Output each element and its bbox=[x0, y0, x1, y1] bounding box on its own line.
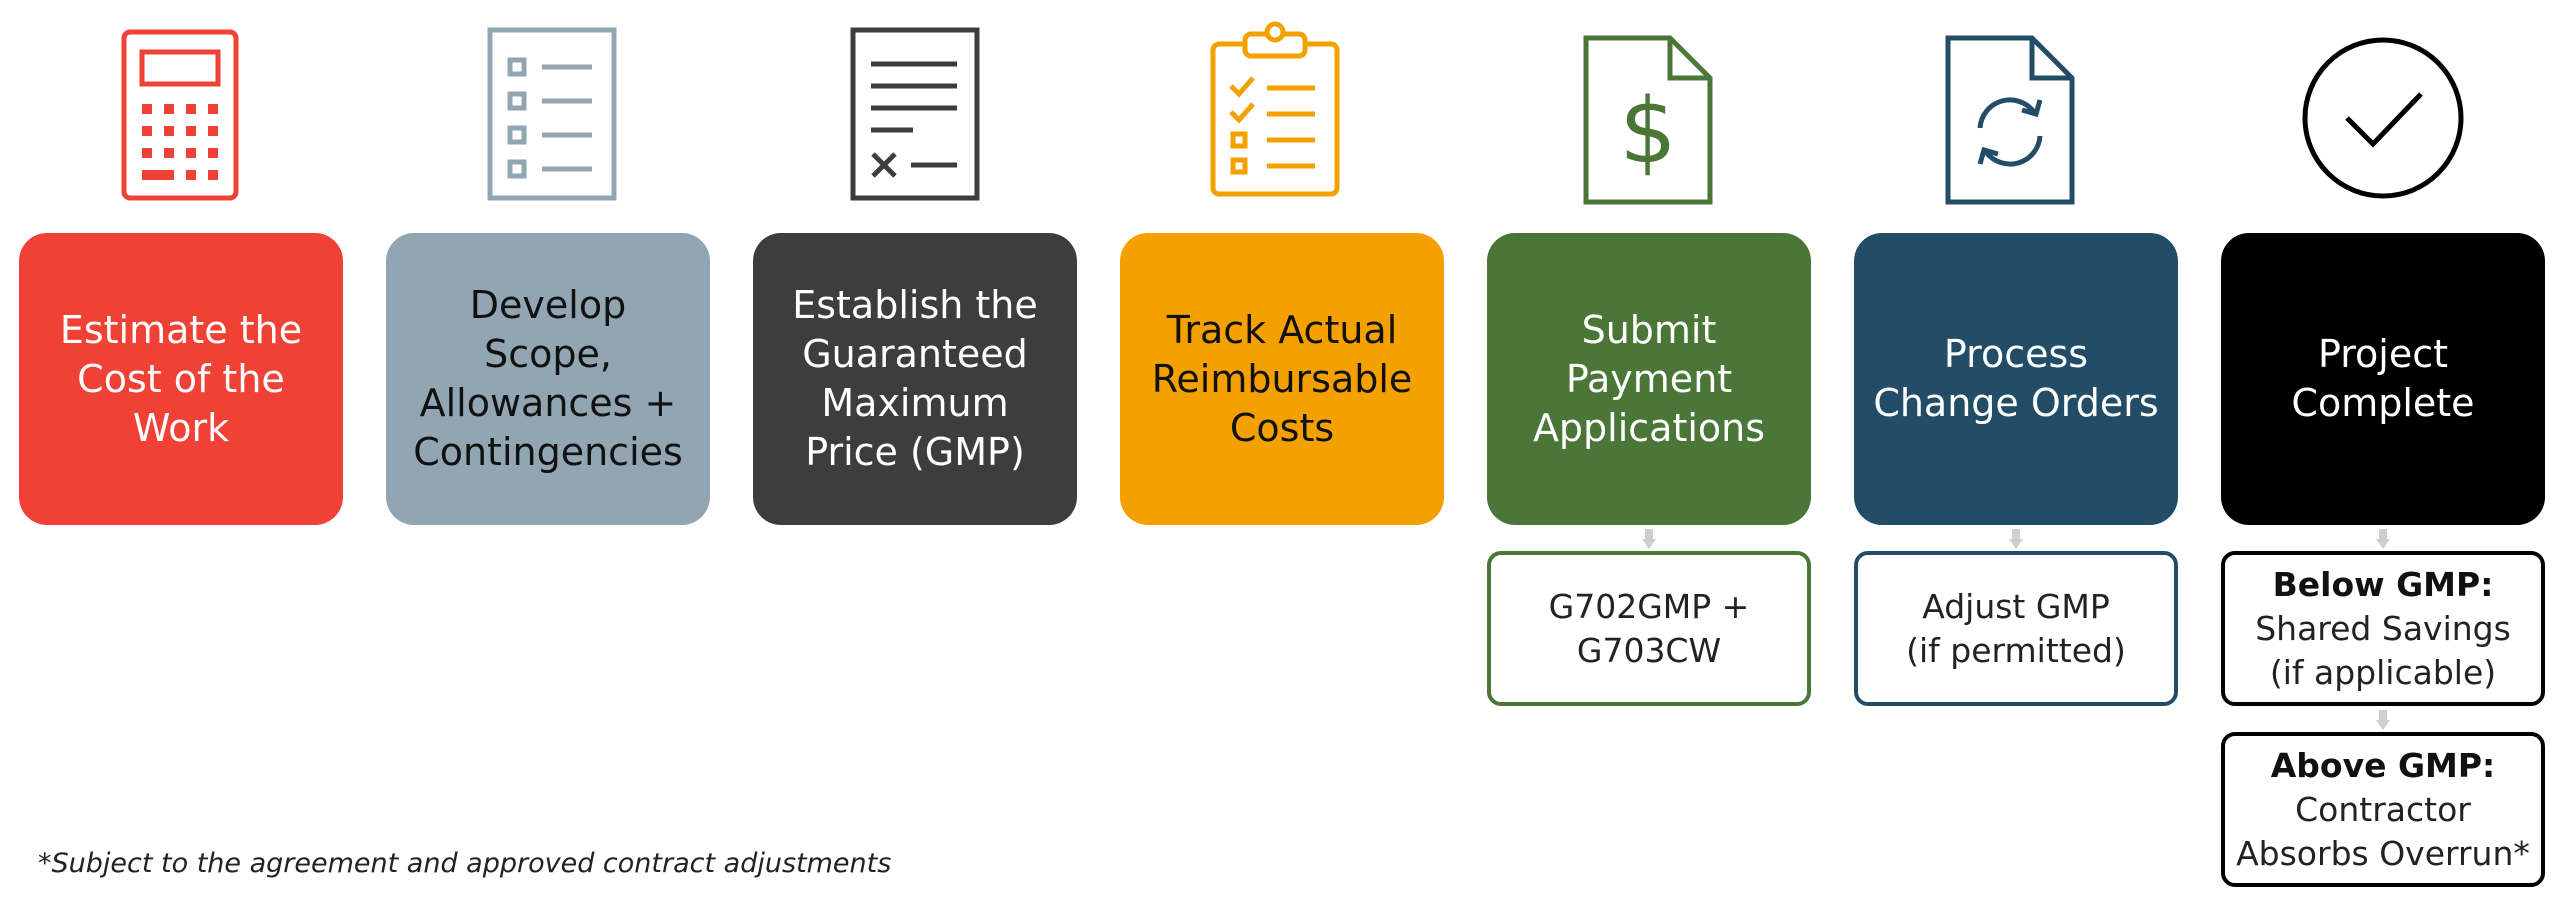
step-project-complete: Project Complete bbox=[2221, 233, 2545, 525]
above-gmp-box: Above GMP: Contractor Absorbs Overrun* bbox=[2221, 732, 2545, 887]
payment-forms-box: G702GMP + G703CW bbox=[1487, 551, 1811, 706]
below-gmp-heading: Below GMP: bbox=[2272, 564, 2494, 604]
above-gmp-heading: Above GMP: bbox=[2270, 745, 2496, 785]
connector-arrow bbox=[1642, 529, 1656, 549]
step-track-costs: Track Actual Reimbursable Costs bbox=[1120, 233, 1444, 525]
connector-arrow bbox=[2009, 529, 2023, 549]
step-process-change-orders: Process Change Orders bbox=[1854, 233, 2178, 525]
step-establish-gmp: Establish the Guaranteed Maximum Price (… bbox=[753, 233, 1077, 525]
clipboard-checklist-icon bbox=[1175, 20, 1375, 220]
footnote: *Subject to the agreement and approved c… bbox=[38, 848, 892, 879]
refresh-document-icon bbox=[1910, 20, 2110, 220]
step-develop-scope: Develop Scope, Allowances + Contingencie… bbox=[386, 233, 710, 525]
svg-text:$: $ bbox=[1619, 79, 1676, 184]
adjust-gmp-box: Adjust GMP (if permitted) bbox=[1854, 551, 2178, 706]
step-estimate-cost: Estimate the Cost of the Work bbox=[19, 233, 343, 525]
contract-signature-icon bbox=[815, 20, 1015, 220]
checklist-icon bbox=[448, 20, 648, 220]
below-gmp-box: Below GMP: Shared Savings (if applicable… bbox=[2221, 551, 2545, 706]
check-circle-icon bbox=[2283, 20, 2483, 220]
step-submit-payment: Submit Payment Applications bbox=[1487, 233, 1811, 525]
calculator-icon bbox=[80, 20, 280, 220]
dollar-document-icon: $ bbox=[1548, 20, 1748, 220]
connector-arrow bbox=[2376, 710, 2390, 730]
connector-arrow bbox=[2376, 529, 2390, 549]
